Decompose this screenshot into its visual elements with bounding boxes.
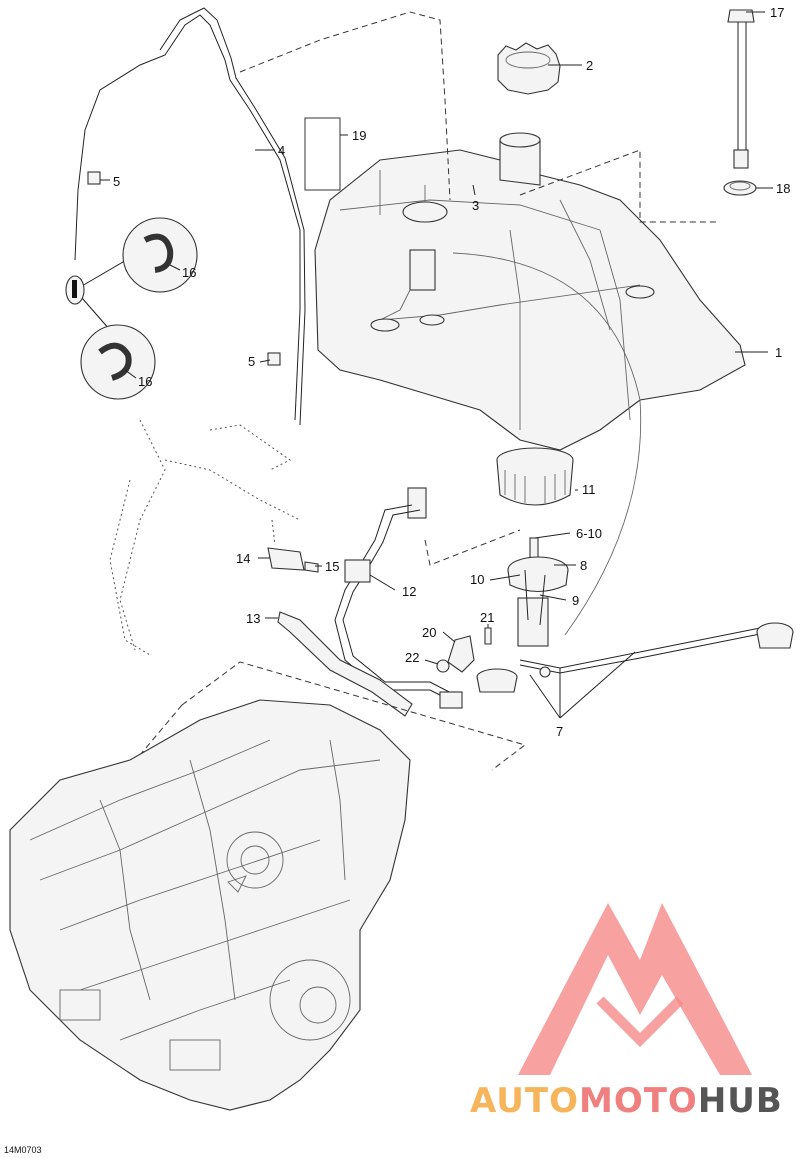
callout-1: 1	[775, 345, 782, 360]
callout-16-lower: 16	[138, 374, 152, 389]
callout-5-lower: 5	[248, 354, 255, 369]
protective-sleeve	[277, 611, 413, 717]
watermark-hub: HUB	[698, 1081, 783, 1121]
leader-lines	[100, 11, 773, 719]
clip-upper	[87, 171, 101, 185]
callout-21: 21	[480, 610, 494, 625]
callout-3: 3	[472, 198, 479, 213]
nut	[436, 659, 450, 673]
callout-10: 10	[470, 572, 484, 587]
lock-ring	[496, 447, 574, 506]
callout-9: 9	[572, 593, 579, 608]
watermark-text: AUTOMOTOHUB	[470, 1081, 783, 1121]
fuel-tank	[314, 132, 746, 451]
frame-outline	[109, 419, 301, 656]
callout-5-upper: 5	[113, 174, 120, 189]
engine	[9, 699, 411, 1111]
bracket	[447, 635, 475, 673]
watermark-auto: AUTO	[470, 1081, 579, 1121]
callout-17: 17	[770, 5, 784, 20]
callout-8: 8	[580, 558, 587, 573]
level-sender	[727, 9, 755, 169]
watermark-moto: MOTO	[579, 1081, 698, 1121]
screw	[304, 561, 319, 573]
drawing-code: 14M0703	[4, 1145, 42, 1155]
callout-6-10: 6-10	[576, 526, 602, 541]
bolt	[484, 627, 492, 645]
callout-4: 4	[278, 143, 285, 158]
clip-lower	[267, 352, 281, 366]
callout-19: 19	[352, 128, 366, 143]
callout-11: 11	[582, 482, 596, 497]
filler-cap	[497, 42, 561, 95]
callout-13: 13	[246, 611, 260, 626]
callout-14: 14	[236, 551, 250, 566]
clamp	[267, 547, 305, 571]
grommet	[723, 180, 757, 196]
watermark-logo	[518, 903, 752, 1075]
callout-22: 22	[405, 650, 419, 665]
fuel-line	[334, 487, 463, 709]
fuel-pump-module	[476, 537, 794, 693]
callout-12: 12	[402, 584, 416, 599]
label-placeholder	[304, 117, 341, 191]
callout-16-upper: 16	[182, 265, 196, 280]
vent-hose	[74, 14, 301, 421]
callout-labels: 1 2 3 4 5 5 6-10 7 8 9 10 11 12 13 14 15…	[113, 5, 790, 739]
callout-15: 15	[325, 559, 339, 574]
callout-7: 7	[556, 724, 563, 739]
callout-18: 18	[776, 181, 790, 196]
callout-2: 2	[586, 58, 593, 73]
hose-clip-detail	[65, 217, 198, 400]
callout-20: 20	[422, 625, 436, 640]
